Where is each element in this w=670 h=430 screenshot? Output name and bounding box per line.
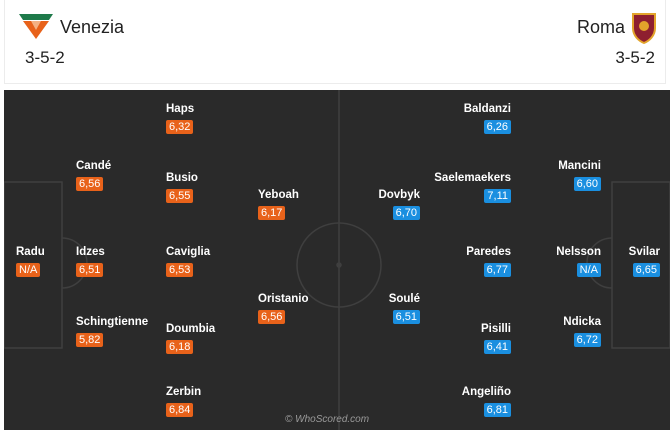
- player-rating-badge: 6,56: [76, 177, 104, 191]
- player-rating-badge: 6,51: [392, 310, 420, 324]
- player-name[interactable]: Pisilli: [480, 323, 511, 335]
- player-name[interactable]: Schingtienne: [76, 316, 149, 328]
- player-name[interactable]: Oristanio: [258, 293, 309, 305]
- watermark: © WhoScored.com: [285, 414, 370, 425]
- player-name[interactable]: Haps: [166, 103, 195, 115]
- player-rating-badge: 6,81: [483, 403, 511, 417]
- player-name[interactable]: Doumbia: [166, 323, 216, 335]
- venezia-crest-icon: [19, 14, 53, 39]
- home-team-name[interactable]: Venezia: [60, 17, 125, 37]
- away-team-name[interactable]: Roma: [576, 17, 625, 37]
- player-rating-badge: 6,84: [166, 403, 194, 417]
- player-rating-badge: 7,11: [484, 189, 511, 203]
- player-rating-badge: 6,18: [166, 340, 194, 354]
- player-name[interactable]: Busio: [166, 172, 198, 184]
- player-rating-badge: N/A: [16, 263, 41, 277]
- player-name[interactable]: Idzes: [76, 246, 105, 258]
- player-name[interactable]: Svilar: [628, 246, 660, 258]
- player-name[interactable]: Ndicka: [563, 316, 601, 328]
- player-rating-badge: 5,82: [76, 333, 104, 347]
- player-rating-badge: 6,70: [392, 206, 420, 220]
- player-rating-badge: 6,55: [166, 189, 194, 203]
- player-rating-badge: 6,77: [483, 263, 511, 277]
- player-name[interactable]: Saelemaekers: [434, 172, 511, 184]
- player-rating-badge: 6,72: [573, 333, 601, 347]
- player-rating-badge: 6,26: [483, 120, 511, 134]
- player-rating-badge: 6,60: [573, 177, 601, 191]
- player-rating-badge: 6,32: [166, 120, 194, 134]
- player-name[interactable]: Yeboah: [258, 189, 299, 201]
- player-name[interactable]: Dovbyk: [378, 189, 420, 201]
- player-name[interactable]: Candé: [76, 160, 112, 172]
- player-rating-badge: N/A: [576, 263, 601, 277]
- pitch-markings: [4, 90, 670, 430]
- player-name[interactable]: Baldanzi: [463, 103, 511, 115]
- player-name[interactable]: Zerbin: [166, 386, 202, 398]
- player-rating-badge: 6,56: [258, 310, 286, 324]
- player-rating-badge: 6,41: [483, 340, 511, 354]
- match-header: Venezia 3-5-2 Roma 3-5-2: [4, 0, 666, 84]
- player-name[interactable]: Caviglia: [166, 246, 211, 258]
- home-formation: 3-5-2: [25, 48, 65, 67]
- player-name[interactable]: Angeliño: [461, 386, 511, 398]
- roma-crest-icon: [632, 13, 656, 44]
- player-rating-badge: 6,51: [76, 263, 104, 277]
- away-formation: 3-5-2: [615, 48, 655, 67]
- player-rating-badge: 6,65: [632, 263, 660, 277]
- player-rating-badge: 6,17: [258, 206, 286, 220]
- player-name[interactable]: Nelsson: [556, 246, 601, 258]
- player-rating-badge: 6,53: [166, 263, 194, 277]
- player-name[interactable]: Paredes: [466, 246, 511, 258]
- player-name[interactable]: Mancini: [558, 160, 601, 172]
- player-name[interactable]: Radu: [16, 246, 45, 258]
- player-name[interactable]: Soulé: [388, 293, 420, 305]
